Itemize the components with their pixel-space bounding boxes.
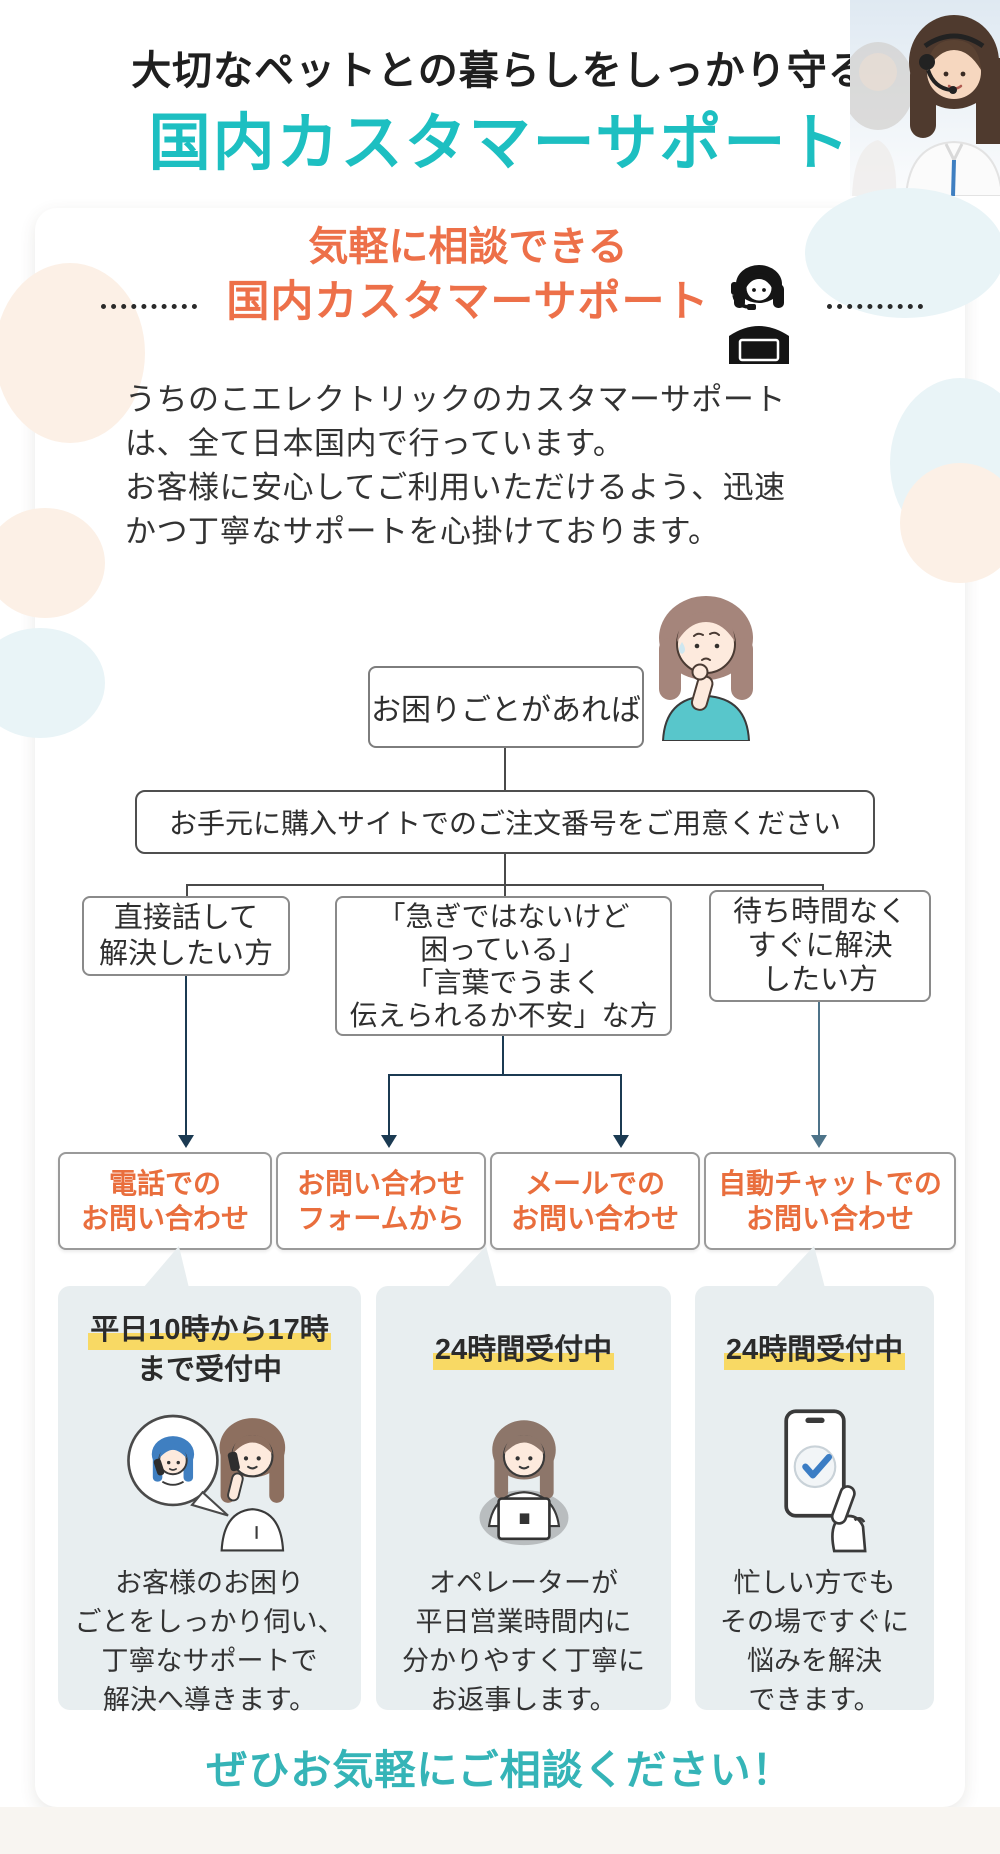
panel-tail (143, 1246, 189, 1288)
availability-badge: 24時間受付中 (376, 1304, 671, 1396)
arrow-chat-head (811, 1135, 827, 1148)
dotted-line-left (101, 304, 197, 309)
panel-tail (447, 1246, 497, 1288)
availability-highlight: 平日10時から17時 (88, 1310, 331, 1350)
dotted-line-right (827, 304, 923, 309)
page-header: 大切なペットとの暮らしをしっかり守る 国内カスタマーサポート (0, 0, 1000, 208)
panel-tail (775, 1246, 825, 1288)
intro-heading: 気軽に相談できる 国内カスタマーサポート (168, 220, 768, 330)
arrow-mail (620, 1074, 622, 1136)
availability-highlight: 24時間受付中 (432, 1330, 615, 1370)
flow-connector (186, 884, 824, 886)
flow-start-box: お困りごとがあれば (368, 666, 644, 748)
thinking-woman-illustration (631, 586, 781, 742)
support-panel-phone: 平日10時から17時 まで受付中 (58, 1286, 361, 1715)
support-card: 気軽に相談できる 国内カスタマーサポート うちのこエレクトリックのカスタマーサポ… (0, 188, 1000, 1807)
page-title: 国内カスタマーサポート (148, 109, 852, 178)
branch-chat-condition: 待ち時間なく すぐに解決 したい方 (709, 890, 931, 1002)
channel-box-chat: 自動チャットでの お問い合わせ (704, 1152, 956, 1250)
availability-highlight: 24時間受付中 (723, 1330, 906, 1370)
channel-box-mail: メールでの お問い合わせ (490, 1152, 700, 1250)
channel-box-form: お問い合わせ フォームから (276, 1152, 486, 1250)
phone-call-illustration (58, 1396, 361, 1562)
availability-badge: 平日10時から17時 まで受付中 (58, 1304, 361, 1396)
arrow-form (388, 1074, 390, 1136)
decor-blob-peach-left2 (0, 508, 105, 618)
arrow-phone (185, 976, 187, 1136)
flow-connector (822, 884, 824, 894)
branch-phone-condition: 直接話して 解決したい方 (82, 896, 290, 976)
panel-description: オペレーターが 平日営業時間内に 分かりやすく丁寧に お返事します。 (402, 1568, 645, 1715)
decor-blob-peach-left (0, 263, 145, 443)
flow-connector (186, 884, 188, 898)
arrow-chat (818, 1002, 820, 1136)
intro-paragraph: うちのこエレクトリックのカスタマーサポート は、全て日本国内で行っています。 お… (125, 382, 786, 549)
arrow-phone-head (178, 1135, 194, 1148)
branch-form-mail-condition: 「急ぎではないけど 困っている」 「言葉でうまく 伝えられるか不安」な方 (335, 896, 672, 1036)
panel-description: お客様のお困り ごとをしっかり伺い、 丁寧なサポートで 解決へ導きます。 (74, 1568, 345, 1715)
arrow-mid-split (388, 1074, 621, 1076)
decor-blob-blue-topright (805, 188, 1000, 318)
availability-rest: まで受付中 (136, 1354, 282, 1386)
panel-description: 忙しい方でも その場ですぐに 悩みを解決 できます。 (720, 1568, 909, 1715)
smartphone-check-illustration (695, 1396, 934, 1562)
arrow-mid-stem (502, 1036, 504, 1076)
decor-blob-blue-left (0, 628, 105, 738)
support-panel-form-mail: 24時間受付中 オペレーターが 平日営業時間内に (376, 1286, 671, 1715)
flow-connector (504, 748, 506, 790)
arrow-mail-head (613, 1135, 629, 1148)
page-footer-strip (0, 1807, 1000, 1854)
operator-headset-icon (721, 258, 797, 364)
flow-prepare-box: お手元に購入サイトでのご注文番号をご用意ください (135, 790, 875, 854)
operator-at-laptop-illustration (376, 1396, 671, 1562)
operator-photo (842, 0, 1000, 197)
channel-box-phone: 電話での お問い合わせ (58, 1152, 272, 1250)
intro-heading-line1: 気軽に相談できる (308, 225, 628, 269)
availability-badge: 24時間受付中 (695, 1304, 934, 1396)
header-tagline: 大切なペットとの暮らしをしっかり守る (131, 49, 869, 93)
flow-connector (504, 854, 506, 896)
footer-message: ぜひお気軽にご相談ください！ (206, 1747, 794, 1793)
support-panel-chat: 24時間受付中 忙しい方でも その場ですぐに 悩みを解決 できます。 (695, 1286, 934, 1715)
arrow-form-head (381, 1135, 397, 1148)
decor-blob-peach-right (900, 463, 1000, 583)
intro-heading-line2: 国内カスタマーサポート (226, 278, 710, 326)
